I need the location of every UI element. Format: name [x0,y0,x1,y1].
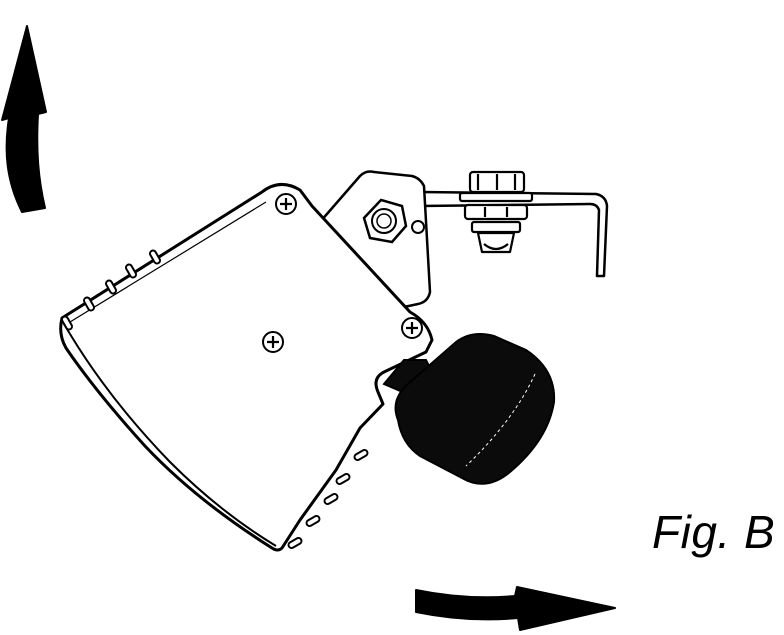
cooling-fins-top [61,249,161,331]
heater-housing [59,183,434,552]
phillips-screw-icon [262,331,284,353]
curved-arrow-up-icon [1,25,47,213]
hinge-pin [411,220,425,234]
hex-nut-icon [362,198,408,244]
bolt-assembly [458,170,534,254]
rotary-knob-icon [382,333,556,485]
cooling-fins-bottom [287,449,369,549]
mounting-bracket [419,190,609,278]
figure-label: Fig. B [652,506,776,558]
phillips-screw-icon [401,317,423,339]
curved-arrow-right-icon [415,586,616,631]
phillips-screw-icon [275,193,297,215]
